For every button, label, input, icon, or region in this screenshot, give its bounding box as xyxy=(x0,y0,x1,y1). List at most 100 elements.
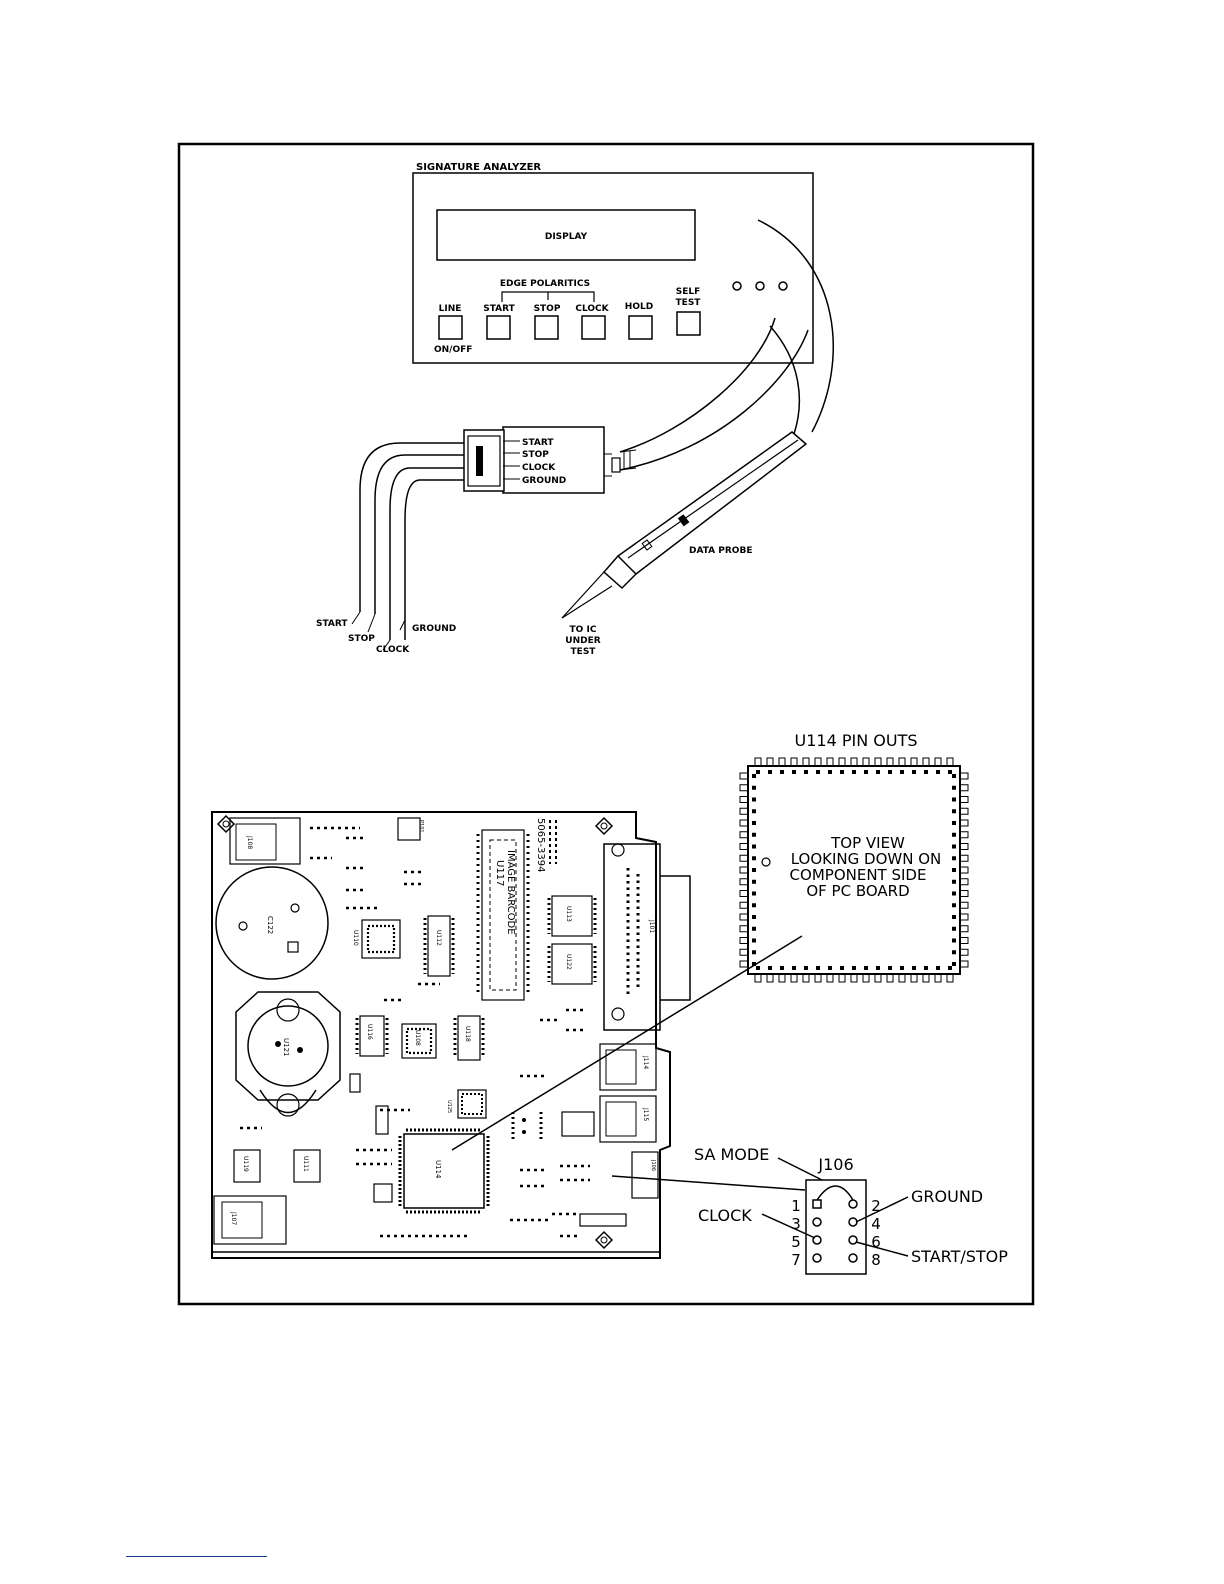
u114-pin-number-mark xyxy=(876,966,880,970)
u114-pin-right xyxy=(959,772,969,780)
u114-pin-number-mark xyxy=(876,770,880,774)
board-u125: U125 xyxy=(446,1100,452,1113)
u114-pin-number-mark xyxy=(752,938,756,943)
j106-ground-label: GROUND xyxy=(911,1187,983,1206)
u114-pin-top xyxy=(802,757,810,767)
j106-title: J106 xyxy=(817,1155,853,1174)
u114-pin-number-mark xyxy=(756,770,760,774)
j106-pin-6-label: 6 xyxy=(871,1233,881,1251)
u114-pin-number-mark xyxy=(924,770,928,774)
j106-pin xyxy=(812,1217,822,1227)
probe-tip-line3: TEST xyxy=(571,647,597,657)
line-onoff-label: ON/OFF xyxy=(434,345,472,355)
u114-pin-number-mark xyxy=(952,832,956,837)
lead-start xyxy=(359,442,464,612)
u114-pin-number-mark xyxy=(804,770,808,774)
lead-ground xyxy=(404,479,464,640)
start-button-label: START xyxy=(483,304,515,314)
board-u112: U112 xyxy=(435,930,442,946)
board-u119: U119 xyxy=(242,1156,249,1172)
indicator-light-1 xyxy=(732,281,742,291)
board-barcode: IMAGE BARCODE xyxy=(505,850,516,935)
u114-pin-number-mark xyxy=(952,821,956,825)
stop-button xyxy=(534,315,559,340)
board-p101: P101 xyxy=(418,820,424,833)
j106-pin-5-label: 5 xyxy=(791,1233,801,1251)
j106-pin-3-label: 3 xyxy=(791,1215,801,1233)
analyzer-display xyxy=(436,209,696,261)
u114-pin-number-mark xyxy=(840,770,844,774)
clock-button-label: CLOCK xyxy=(575,304,609,314)
u114-pin-top xyxy=(790,757,798,767)
u114-pin-bottom xyxy=(850,973,858,983)
board-u117: U117 xyxy=(494,860,505,886)
board-u113: U113 xyxy=(565,906,572,922)
board-u116: U116 xyxy=(366,1024,373,1040)
u114-pin-bottom xyxy=(874,973,882,983)
u114-pin-right xyxy=(959,878,969,886)
pod-connector xyxy=(463,429,505,492)
u114-pin-bottom xyxy=(922,973,930,983)
signature-analyzer: SIGNATURE ANALYZER DISPLAY EDGE POLARITI… xyxy=(412,162,814,364)
u114-pin-right xyxy=(959,784,969,792)
display-label: DISPLAY xyxy=(545,232,588,242)
pod-body xyxy=(502,426,605,494)
u114-pin-left xyxy=(739,948,749,956)
u114-pin-number-mark xyxy=(752,832,756,837)
u114-pin-left xyxy=(739,925,749,933)
j106-pin xyxy=(848,1235,858,1245)
u114-pin-left xyxy=(739,831,749,839)
sa-mode-label: SA MODE xyxy=(694,1145,769,1164)
line-button-label: LINE xyxy=(439,304,462,314)
u114-pin-right xyxy=(959,866,969,874)
board-j115: J115 xyxy=(642,1107,649,1121)
u114-pin-number-mark xyxy=(816,770,820,774)
j106-pin-1-label: 1 xyxy=(791,1197,801,1215)
u114-pin-number-mark xyxy=(792,770,796,774)
j106-pin-2-label: 2 xyxy=(871,1197,881,1215)
u114-pin-left xyxy=(739,843,749,850)
u114-pin-number-mark xyxy=(864,966,868,970)
lead-stop-label: STOP xyxy=(348,634,375,644)
u114-pin-bottom xyxy=(934,973,942,983)
board-u118: U118 xyxy=(464,1026,471,1042)
u114-pin-right xyxy=(959,819,969,827)
u114-pin-number-mark xyxy=(948,770,952,774)
j106-pin-8-label: 8 xyxy=(871,1251,881,1269)
u114-pin-number-mark xyxy=(752,915,756,919)
u114-pin-number-mark xyxy=(952,915,956,919)
j106-connector xyxy=(805,1179,867,1275)
board-part-no: 5065-3394 xyxy=(535,818,546,873)
u114-pin-number-mark xyxy=(752,868,756,872)
j106-leader-line xyxy=(611,1175,806,1191)
u114-pin-left xyxy=(739,890,749,897)
u114-pin-number-mark xyxy=(780,966,784,970)
u114-pin-left xyxy=(739,913,749,921)
u114-pin-number-mark xyxy=(888,966,892,970)
u114-pin-number-mark xyxy=(952,903,956,908)
indicator-light-2 xyxy=(755,281,765,291)
u114-pin-number-mark xyxy=(952,879,956,884)
u114-pin-top xyxy=(826,757,834,767)
lead-clock xyxy=(389,467,464,640)
u114-pin-top xyxy=(850,757,858,767)
pod-ground-label: GROUND xyxy=(522,476,566,486)
u114-pin-number-mark xyxy=(936,770,940,774)
u114-pin-left xyxy=(739,937,749,944)
j106-pin xyxy=(812,1235,822,1245)
u121-regulator xyxy=(247,1005,329,1087)
u114-pin-right xyxy=(959,854,969,862)
u114-pin-bottom xyxy=(838,973,846,983)
u114-pin-top xyxy=(910,757,918,767)
u114-pin-top xyxy=(766,757,774,767)
u114-pin-top xyxy=(754,757,762,767)
u114-pin-number-mark xyxy=(752,891,756,896)
u114-pin-number-mark xyxy=(752,844,756,849)
u114-desc-line4: OF PC BOARD xyxy=(806,882,909,900)
lead-clock-label: CLOCK xyxy=(376,645,410,655)
j106-pin xyxy=(848,1199,858,1209)
u114-pin-number-mark xyxy=(952,809,956,814)
pod-start-label: START xyxy=(522,438,554,448)
stop-button-label: STOP xyxy=(534,304,561,314)
